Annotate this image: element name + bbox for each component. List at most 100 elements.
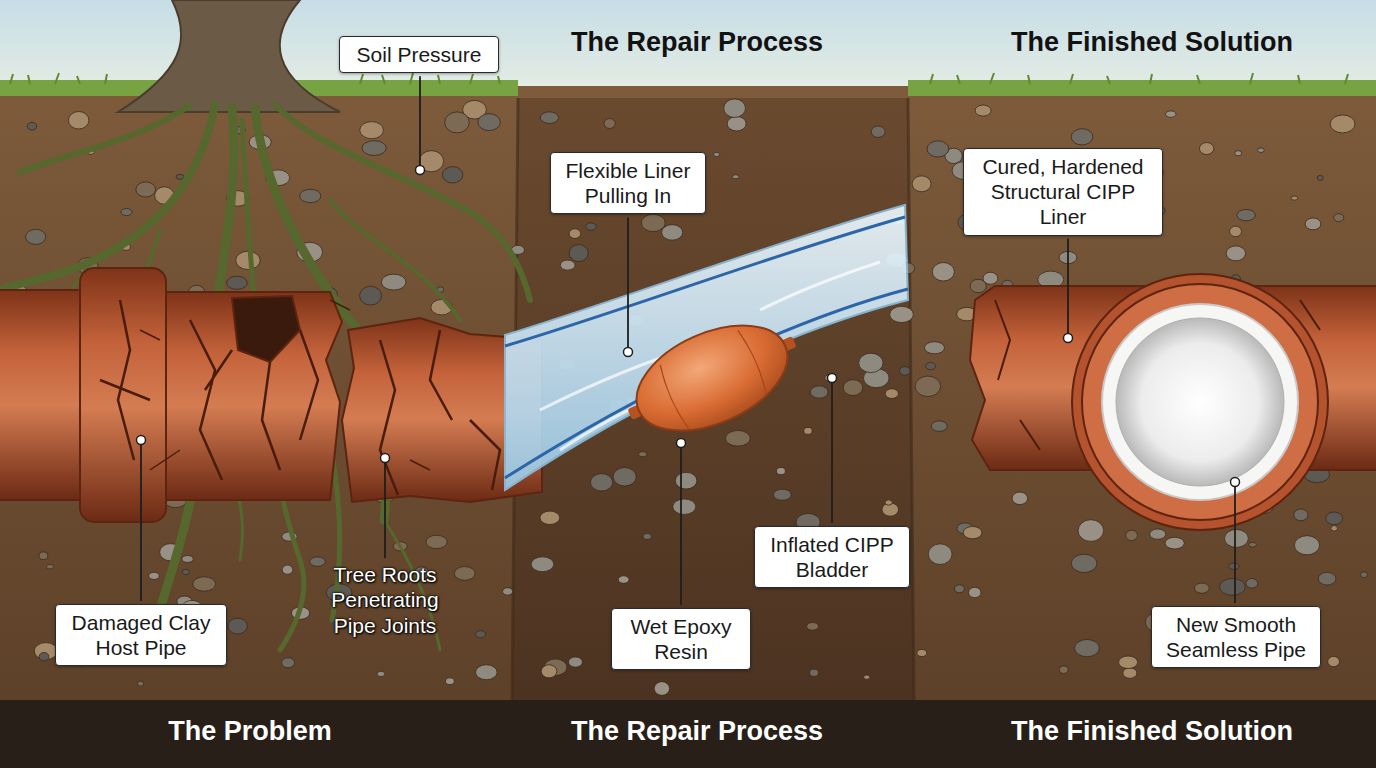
pebble: [531, 557, 554, 572]
pebbles: [0, 99, 1368, 695]
section-heading: The Repair Process: [547, 26, 847, 58]
finished-pipe: [970, 274, 1376, 530]
pebble: [714, 152, 720, 156]
cipp-bladder: [611, 300, 812, 455]
pebble: [193, 577, 216, 591]
pebble: [540, 511, 560, 524]
pebble: [182, 569, 190, 574]
pebble: [182, 555, 193, 562]
pebble: [924, 342, 944, 354]
pebble: [1150, 529, 1166, 539]
pebble: [810, 386, 828, 398]
pebble: [1328, 656, 1340, 666]
pebble: [503, 588, 513, 595]
leader-dot: [381, 454, 390, 463]
pebble: [39, 552, 48, 560]
caption-band: [0, 700, 1376, 768]
pebble: [975, 105, 991, 116]
pebble: [724, 99, 746, 118]
leader-line: [140, 440, 142, 601]
pebble: [1194, 583, 1209, 593]
callout-label: Tree Roots Penetrating Pipe Joints: [310, 562, 460, 638]
leader-line: [831, 378, 833, 523]
pebble: [859, 353, 883, 372]
pebble: [26, 229, 46, 244]
pebble: [963, 526, 982, 538]
bladder-seam: [657, 329, 770, 431]
pipe-bell: [80, 268, 166, 522]
pebble: [1326, 512, 1343, 525]
leader-dot: [1064, 334, 1073, 343]
pebble: [864, 675, 870, 679]
pebble: [569, 244, 588, 261]
pebble: [1226, 246, 1245, 261]
leader-line: [1067, 239, 1069, 338]
pebble: [1258, 148, 1265, 153]
pebble: [1246, 579, 1258, 588]
cured-liner-ring: [1102, 304, 1298, 500]
pebble: [810, 669, 819, 676]
pebble: [475, 665, 497, 680]
liner-stripe: [505, 217, 905, 346]
pipe-bore: [1116, 318, 1284, 486]
pebble: [1075, 639, 1100, 656]
pebble: [643, 534, 651, 540]
pebble: [476, 631, 486, 638]
section-caption: The Repair Process: [547, 715, 847, 747]
leader-dot: [1231, 478, 1240, 487]
pebble: [478, 114, 500, 131]
pipe-cracks: [140, 300, 430, 470]
leader-line: [1234, 482, 1236, 603]
pebble: [776, 467, 785, 474]
pebble: [970, 279, 986, 292]
illustration-part: [20, 105, 190, 172]
callout-text: Wet Epoxy Resin: [621, 614, 741, 664]
pebble: [639, 452, 647, 457]
pebble: [932, 263, 954, 282]
pebble: [1294, 536, 1319, 555]
callout-text: Damaged Clay Host Pipe: [65, 610, 217, 660]
pebble: [1249, 542, 1257, 547]
pebble: [917, 649, 927, 656]
pebble: [1012, 492, 1028, 505]
pebble: [586, 223, 596, 231]
pebble: [1224, 529, 1248, 547]
pebble: [362, 141, 386, 156]
pebble: [454, 567, 475, 581]
pebble: [381, 274, 406, 290]
pebble: [419, 151, 443, 172]
pebble: [27, 122, 36, 130]
pebble: [360, 286, 382, 305]
callout-box: New Smooth Seamless Pipe: [1151, 606, 1321, 668]
pebble: [1294, 509, 1308, 521]
pebble: [121, 209, 132, 216]
pebble: [39, 652, 49, 660]
liner-stripe: [505, 289, 908, 478]
pebble: [1229, 563, 1239, 569]
pebble: [1334, 214, 1344, 222]
pebble: [604, 119, 615, 129]
pebble: [843, 380, 862, 396]
pebble: [568, 657, 582, 667]
pebble: [1230, 226, 1242, 237]
pebble: [445, 112, 470, 133]
pebble: [727, 116, 746, 131]
section-caption: The Problem: [100, 715, 400, 747]
pebble: [1331, 526, 1338, 531]
pebble: [825, 375, 832, 381]
pebble: [1330, 115, 1355, 133]
leader-line: [680, 443, 682, 605]
callout-text: Inflated CIPP Bladder: [764, 532, 900, 582]
pebble: [641, 214, 665, 231]
callout-box: Flexible Liner Pulling In: [550, 152, 706, 214]
pebble: [662, 225, 683, 241]
pipe-hole: [232, 296, 300, 362]
pebble: [773, 489, 791, 500]
pebble: [1165, 111, 1176, 117]
pebble: [1199, 143, 1213, 155]
callout-box: Inflated CIPP Bladder: [754, 526, 910, 588]
pebble: [807, 622, 819, 630]
pebble: [732, 175, 739, 179]
pebble: [569, 229, 581, 239]
pebble: [236, 251, 260, 269]
